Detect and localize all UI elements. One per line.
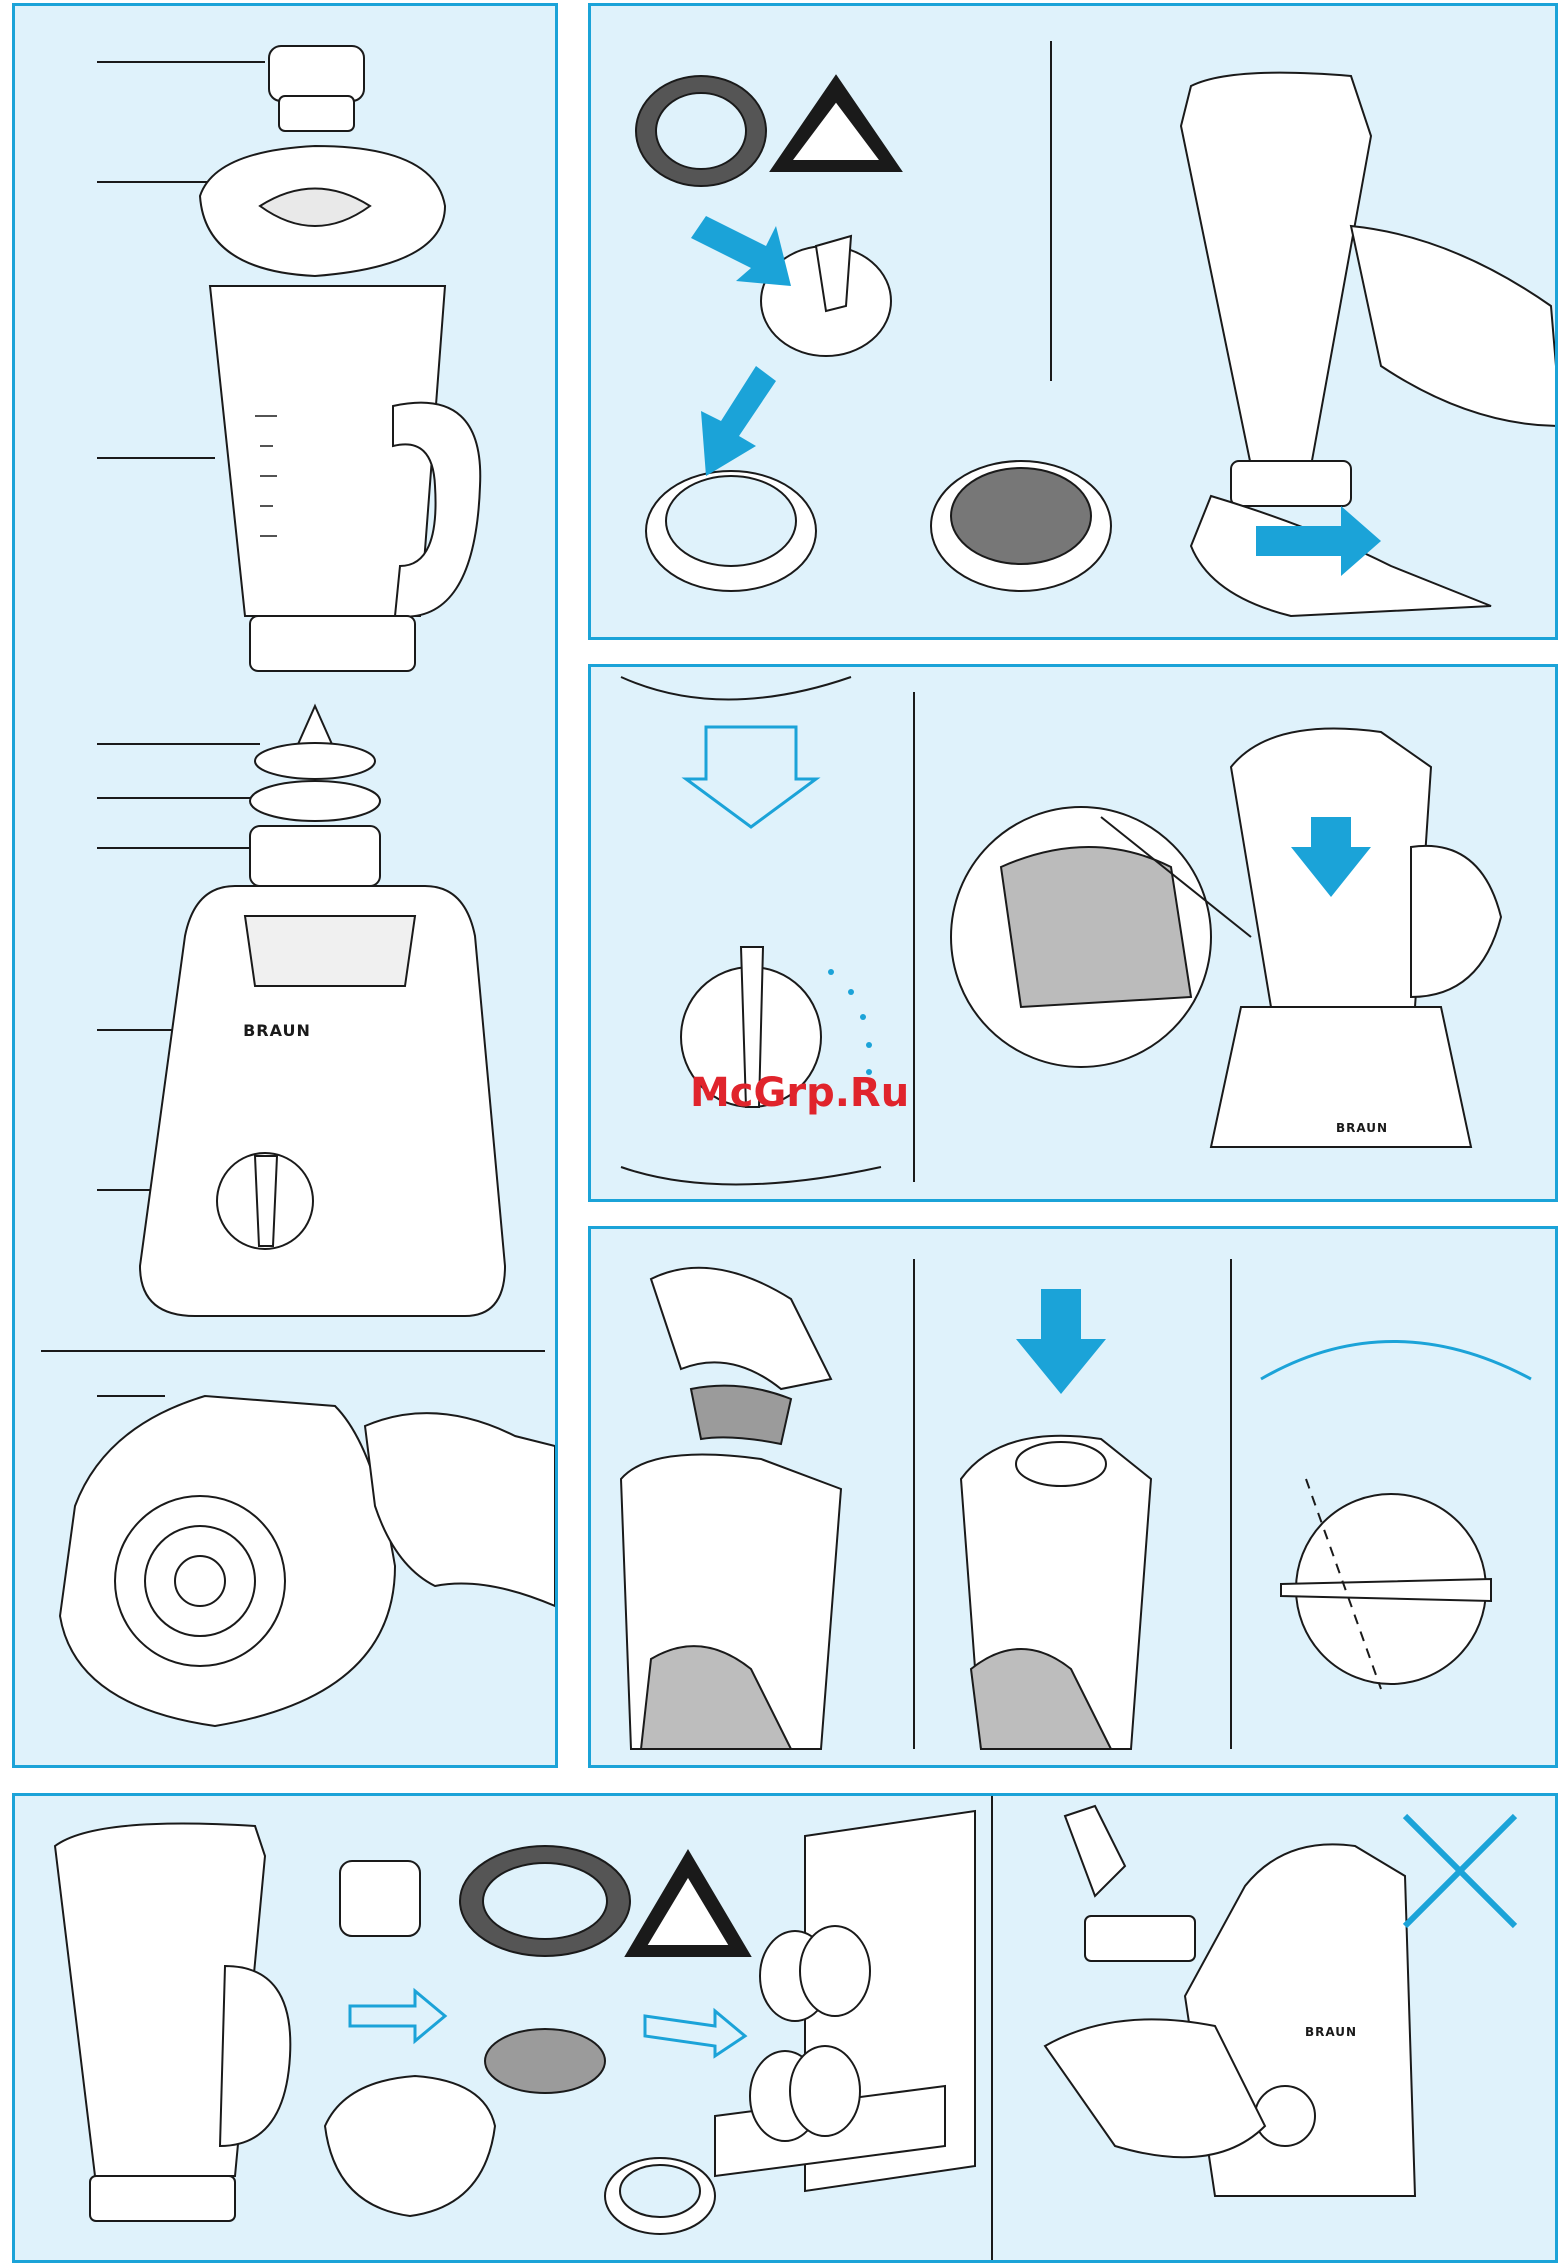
arrow-outline-down-icon — [681, 725, 821, 829]
arrow-twist-right-icon — [1256, 506, 1381, 576]
lid-icon — [323, 2074, 497, 2218]
arrow-down-icon — [1291, 817, 1371, 897]
panel-assembly — [588, 3, 1558, 640]
panel-operation — [588, 1226, 1558, 1768]
blade-disc-icon — [484, 2028, 606, 2094]
detergent-bottle-icon — [1063, 1804, 1127, 1898]
hand-icon — [363, 1412, 555, 1608]
exploded-view-illustration: BRAUN — [41, 45, 555, 1728]
arrow-to-blade-icon — [348, 1987, 448, 2045]
arrow-insert-icon — [691, 216, 791, 286]
arrow-swing-icon — [1260, 1340, 1532, 1381]
panel-exploded-view: BRAUN — [12, 3, 558, 1768]
jug-icon — [53, 1822, 267, 2177]
brand-logo: BRAUN — [1305, 2025, 1357, 2039]
hand-top-icon — [1349, 224, 1555, 427]
hand-pouring-icon — [649, 1266, 833, 1391]
cloth-wipe-icon — [1043, 2018, 1267, 2159]
panel-jug-placement: BRAUN — [588, 664, 1558, 1202]
arrow-down-icon — [1016, 1289, 1106, 1394]
brand-logo: BRAUN — [243, 1021, 311, 1040]
jug-placement-illustration: BRAUN — [620, 676, 1503, 1186]
measuring-cap-icon — [339, 1860, 421, 1937]
arrow-to-dishwasher-icon — [643, 2007, 748, 2059]
arrow-down-left-icon — [701, 366, 776, 476]
blade-assembly-icon — [249, 703, 381, 887]
jug-twist-icon — [1179, 71, 1373, 467]
watermark-text: McGrp.Ru — [690, 1070, 910, 1116]
brand-logo: BRAUN — [1336, 1121, 1388, 1135]
operation-illustration — [619, 1259, 1532, 1750]
jug-on-base-icon — [1229, 727, 1433, 1068]
panel-cleaning: BRAUN — [12, 1793, 1558, 2263]
assembly-illustration — [635, 41, 1555, 618]
cleaning-illustration: BRAUN — [53, 1796, 1518, 2260]
measuring-cap-icon — [268, 45, 365, 132]
